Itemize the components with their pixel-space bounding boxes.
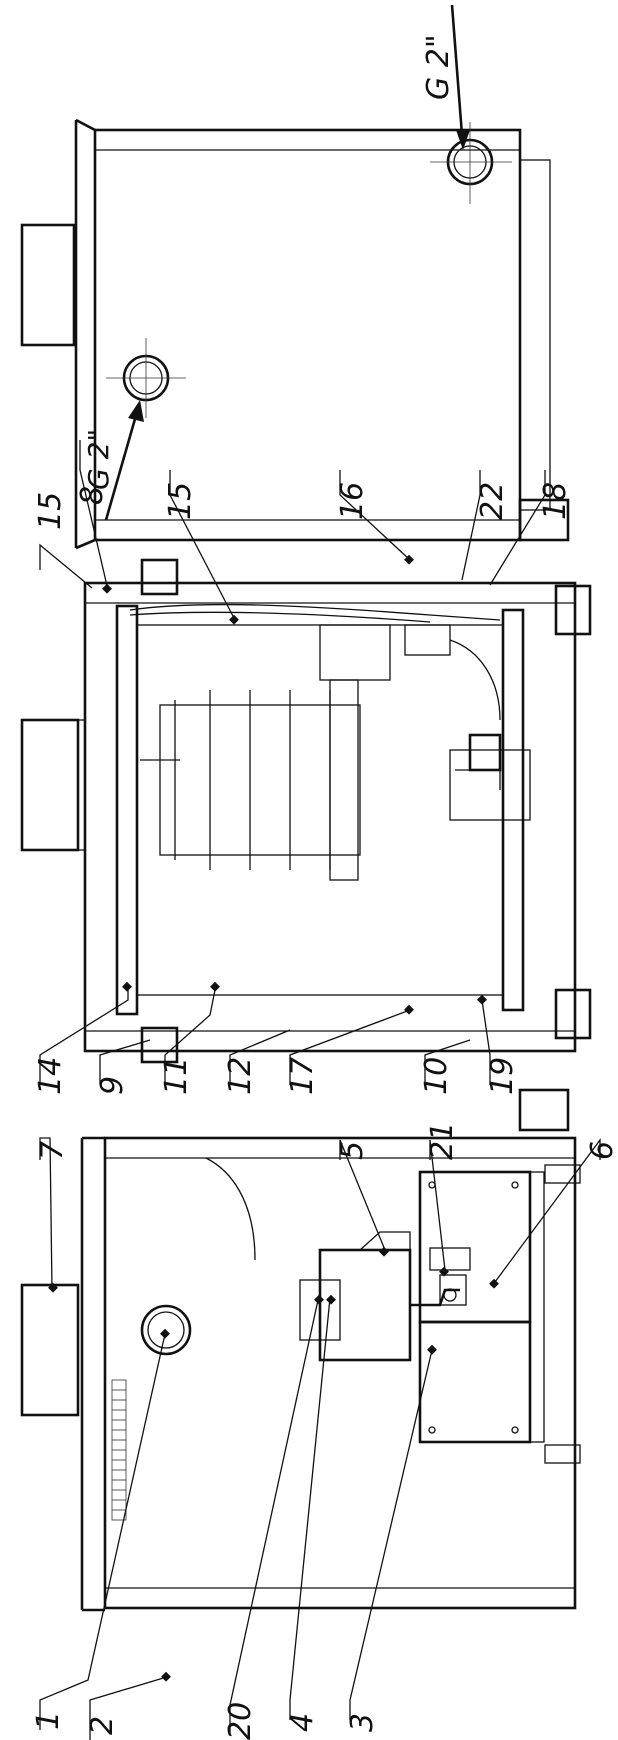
- pipe-arrow-bottom: [104, 411, 139, 521]
- control-relay: [404, 624, 451, 656]
- gas-valve-body: [318, 1248, 412, 1362]
- gas-fitting: [439, 1274, 467, 1306]
- leader-1: [39, 1333, 166, 1730]
- leader-14: [39, 990, 129, 1085]
- section-casing: [83, 581, 577, 1053]
- leader-9: [99, 1039, 151, 1085]
- callout-markers: [48, 554, 499, 1682]
- section-view: [20, 498, 592, 1132]
- leg-9: [140, 558, 179, 596]
- leader-16: [339, 470, 411, 561]
- leader-7: [39, 1137, 53, 1291]
- leader-3: [349, 1349, 433, 1720]
- control-unit: [319, 624, 391, 681]
- callout-9: 9: [95, 1076, 130, 1095]
- pipe-label-bottom: G 2": [82, 429, 115, 490]
- side-casing: [93, 128, 522, 542]
- leader-6: [494, 1138, 601, 1283]
- leader-21: [429, 1139, 446, 1271]
- top-flue-plate: [115, 604, 139, 1016]
- burner-plate-right: [418, 1320, 532, 1444]
- burner-pipe: [455, 769, 501, 790]
- callout-10: 10: [419, 1057, 454, 1095]
- pipe-label-top: G 2": [421, 34, 456, 100]
- section-chimney: [20, 718, 80, 852]
- heat-shield: [329, 679, 359, 881]
- callout-5: 5: [335, 1141, 370, 1160]
- leader-18: [489, 470, 546, 586]
- callout-18: 18: [538, 482, 573, 520]
- burner-box: [449, 749, 531, 821]
- section-leg-left: [518, 1088, 570, 1132]
- callout-17: 17: [285, 1057, 320, 1095]
- side-base: [519, 159, 551, 511]
- thermostat-knob: [299, 1279, 341, 1341]
- ventilation-slots: [111, 1379, 127, 1521]
- bottom-foot-top: [554, 584, 592, 636]
- callout-3: 3: [345, 1713, 380, 1732]
- front-view: [20, 1136, 581, 1612]
- callout-15a: 15: [33, 492, 68, 530]
- leader-5: [339, 1139, 386, 1251]
- leader-8: [79, 440, 109, 591]
- callout-15b: 15: [163, 482, 198, 520]
- side-view: [20, 4, 551, 550]
- turbulators: [159, 704, 361, 856]
- callout-1: 1: [31, 1711, 66, 1730]
- chimney-outlet: [20, 1283, 80, 1417]
- bottom-foot-bottom: [554, 988, 592, 1040]
- callout-4: 4: [285, 1713, 320, 1732]
- pipe-outlet-top: [430, 122, 512, 204]
- callout-12: 12: [223, 1057, 258, 1095]
- leader-4: [289, 1297, 331, 1720]
- leader-12: [229, 1029, 291, 1085]
- callout-6: 6: [585, 1141, 618, 1160]
- callout-leaders: [39, 440, 601, 1740]
- pipe-arrow-top: [450, 4, 464, 136]
- callout-11: 11: [159, 1057, 194, 1095]
- callout-19: 19: [485, 1057, 520, 1095]
- callout-labels: 1 2 20 4 3 7 5 21 6 14 9 11 12 17 10 19 …: [31, 34, 618, 1740]
- leader-15b: [169, 470, 236, 621]
- leader-15a: [39, 543, 93, 589]
- front-leg-left: [544, 1164, 581, 1184]
- callout-14: 14: [33, 1057, 68, 1095]
- leader-17: [289, 1009, 411, 1085]
- callout-2: 2: [85, 1716, 120, 1735]
- wiring-harness: [129, 603, 501, 621]
- gas-burner-head: [468, 733, 502, 772]
- front-casing: [103, 1136, 577, 1610]
- callout-7: 7: [35, 1141, 70, 1160]
- leader-10: [424, 1039, 471, 1085]
- sight-glass: [140, 1304, 192, 1356]
- callout-8: 8: [75, 486, 110, 505]
- callout-16: 16: [335, 482, 370, 520]
- leader-19: [481, 999, 491, 1085]
- leader-2: [89, 1675, 171, 1740]
- front-leg-right: [544, 1444, 581, 1464]
- bottom-burner-plate: [501, 608, 525, 1012]
- gas-pipe: [410, 1288, 460, 1307]
- pipe-outlet-bottom: [106, 338, 186, 418]
- leader-22: [461, 470, 481, 581]
- callout-20: 20: [223, 1702, 258, 1740]
- leader-20: [229, 1299, 319, 1735]
- leader-11: [164, 989, 216, 1085]
- callout-22: 22: [475, 482, 510, 520]
- valve-top: [359, 1231, 411, 1251]
- callout-21: 21: [425, 1122, 460, 1160]
- pilot-assembly: [429, 1247, 471, 1271]
- ignition-cable: [449, 639, 501, 721]
- capillary-tube: [205, 1157, 256, 1261]
- side-chimney: [20, 223, 76, 347]
